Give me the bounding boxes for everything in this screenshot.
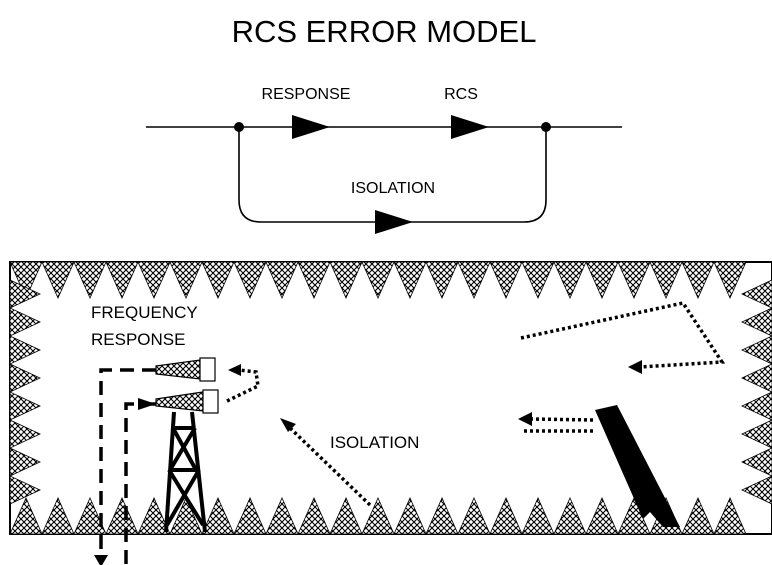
absorber-cone-bottom bbox=[713, 497, 747, 535]
absorber-cone-right bbox=[741, 307, 772, 337]
absorber-cone-bottom bbox=[521, 497, 555, 535]
absorber-cone-top bbox=[585, 261, 619, 299]
absorber-cone-right bbox=[741, 419, 772, 449]
reflection-paths bbox=[226, 301, 726, 507]
absorber-cone-bottom bbox=[585, 497, 619, 535]
absorber-cone-bottom bbox=[329, 497, 363, 535]
absorber-cone-left bbox=[9, 475, 41, 505]
absorber-cone-bottom bbox=[297, 497, 331, 535]
absorber-cone-bottom bbox=[681, 497, 715, 535]
absorber-cone-top bbox=[137, 261, 171, 299]
absorber-cone-right bbox=[741, 447, 772, 477]
absorber-cone-bottom bbox=[41, 497, 75, 535]
absorber-cone-bottom bbox=[489, 497, 523, 535]
absorber-cone-left bbox=[9, 307, 41, 337]
absorber-cone-left bbox=[9, 447, 41, 477]
absorber-cone-top bbox=[329, 261, 363, 299]
absorber-cone-bottom bbox=[105, 497, 139, 535]
receive-cable-arrow-icon bbox=[138, 398, 156, 410]
absorber-cone-top bbox=[425, 261, 459, 299]
absorber-cone-top bbox=[393, 261, 427, 299]
isolation-label: ISOLATION bbox=[351, 180, 435, 197]
absorber-cone-bottom bbox=[553, 497, 587, 535]
absorber-cone-top bbox=[201, 261, 235, 299]
target bbox=[595, 405, 680, 527]
target-return-arrow-icon bbox=[518, 412, 532, 426]
absorber-cone-top bbox=[521, 261, 555, 299]
absorber-cone-top bbox=[297, 261, 331, 299]
floor-isolation-arrow-icon bbox=[280, 418, 296, 432]
absorber-cone-bottom bbox=[9, 497, 43, 535]
absorber-cone-top bbox=[713, 261, 747, 299]
absorber-cone-bottom bbox=[393, 497, 427, 535]
page-title: RCS ERROR MODEL bbox=[232, 14, 537, 49]
isolation-arrow bbox=[375, 210, 413, 234]
transmit-cable bbox=[99, 368, 156, 560]
absorber-cone-top bbox=[681, 261, 715, 299]
rcs-label: RCS bbox=[444, 86, 478, 103]
isolation-path bbox=[238, 127, 547, 223]
absorber-cone-bottom bbox=[169, 497, 203, 535]
absorber-cone-right bbox=[741, 475, 772, 505]
transmit-cable-arrow-icon bbox=[94, 555, 108, 565]
response-label: RESPONSE bbox=[262, 86, 351, 103]
absorber-cone-top bbox=[553, 261, 587, 299]
absorber-cone-right bbox=[741, 391, 772, 421]
horn-isolation-arrow-icon bbox=[228, 364, 241, 376]
absorber-cone-left bbox=[9, 391, 41, 421]
absorber-cone-top bbox=[233, 261, 267, 299]
absorber-cone-bottom bbox=[201, 497, 235, 535]
antenna-tower bbox=[164, 411, 207, 533]
absorber-cone-left bbox=[9, 363, 41, 393]
floor-isolation-path bbox=[288, 426, 372, 507]
absorber-cone-top bbox=[489, 261, 523, 299]
absorber-cone-top bbox=[361, 261, 395, 299]
absorber-cone-bottom bbox=[73, 497, 107, 535]
frequency-response-label-line2: RESPONSE bbox=[91, 330, 185, 349]
wall-reflection-path bbox=[520, 301, 726, 369]
transmit-horn-antenna bbox=[155, 357, 216, 382]
absorber-cone-top bbox=[169, 261, 203, 299]
frequency-response-label-line1: FREQUENCY bbox=[91, 303, 198, 322]
absorber-cone-top bbox=[73, 261, 107, 299]
response-arrow bbox=[292, 115, 330, 139]
absorber-cone-top bbox=[41, 261, 75, 299]
absorber-cone-bottom bbox=[265, 497, 299, 535]
absorber-cone-top bbox=[457, 261, 491, 299]
wall-reflection-arrow-icon bbox=[628, 360, 642, 374]
absorber-cone-left bbox=[9, 419, 41, 449]
anechoic-chamber: FREQUENCY RESPONSE ISOLATION bbox=[9, 261, 772, 565]
absorber-cone-left bbox=[9, 279, 41, 309]
signal-flow-graph: RESPONSE RCS ISOLATION bbox=[146, 86, 622, 234]
absorber-cone-bottom bbox=[137, 497, 171, 535]
chamber-isolation-label: ISOLATION bbox=[330, 433, 419, 452]
absorber-cone-top bbox=[9, 261, 43, 299]
rcs-arrow bbox=[451, 115, 489, 139]
absorber-cone-top bbox=[649, 261, 683, 299]
absorber-cone-left bbox=[9, 335, 41, 365]
absorber-cone-right bbox=[741, 363, 772, 393]
absorber-cones bbox=[9, 261, 772, 535]
target-return-upper bbox=[531, 417, 594, 422]
absorber-cone-bottom bbox=[457, 497, 491, 535]
absorber-cone-bottom bbox=[425, 497, 459, 535]
absorber-cone-right bbox=[741, 335, 772, 365]
absorber-cone-bottom bbox=[361, 497, 395, 535]
absorber-cone-right bbox=[741, 279, 772, 309]
absorber-cone-bottom bbox=[233, 497, 267, 535]
absorber-cone-top bbox=[617, 261, 651, 299]
absorber-cone-top bbox=[105, 261, 139, 299]
absorber-cone-top bbox=[265, 261, 299, 299]
